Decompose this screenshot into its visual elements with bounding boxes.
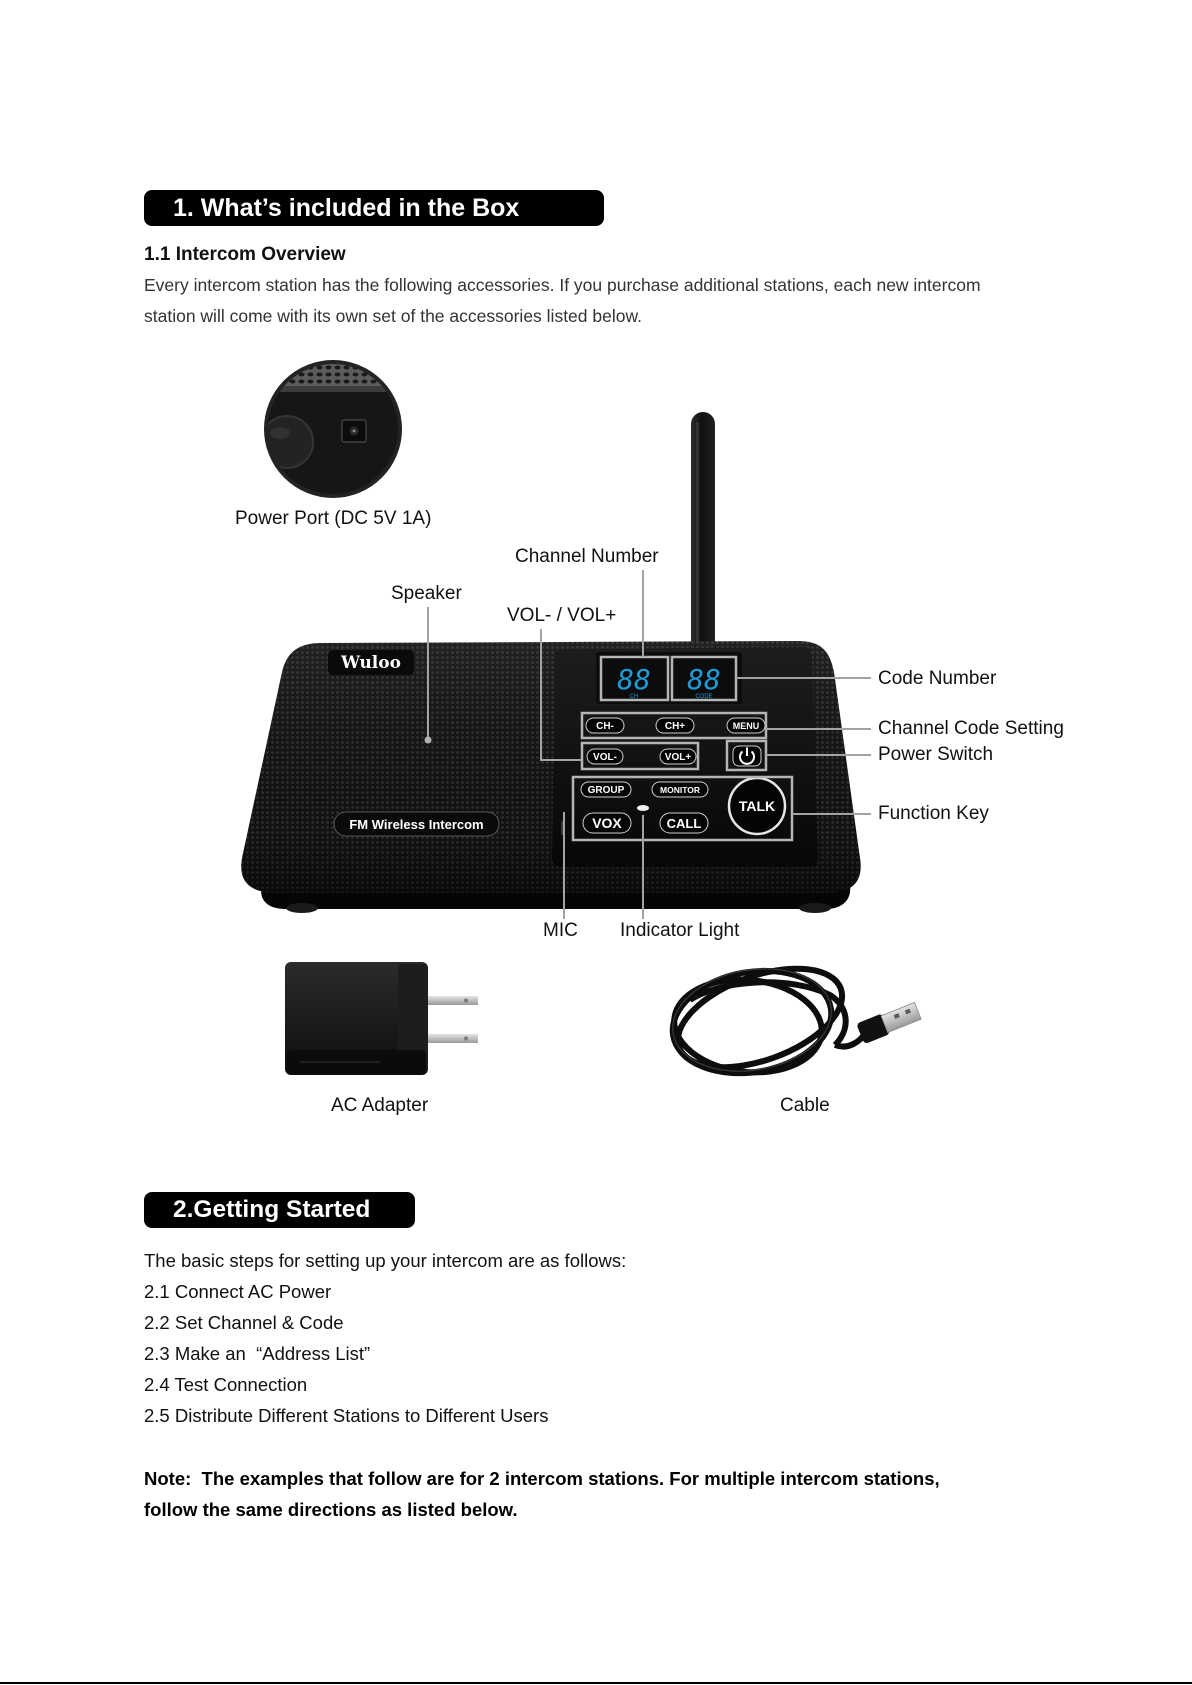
device-base: [261, 885, 851, 909]
mic-label: MIC: [543, 920, 578, 941]
channel-code-setting-box: [580, 711, 768, 740]
step-item: 2.2 Set Channel & Code: [144, 1312, 344, 1333]
intro-line: station will come with its own set of th…: [144, 306, 642, 326]
button-call: CALL: [659, 812, 709, 834]
channel-caption: CH: [630, 694, 639, 700]
note-block: Note: The examples that follow are for 2…: [144, 1463, 940, 1525]
device-foot-left: [286, 903, 318, 913]
note-line: follow the same directions as listed bel…: [144, 1499, 518, 1520]
power-button: [732, 745, 762, 767]
callout-boxes: [571, 655, 794, 842]
device-foot-right: [799, 903, 831, 913]
button-vox: VOX: [582, 812, 632, 834]
svg-text:MENU: MENU: [733, 721, 760, 731]
channel-number-box: [599, 655, 670, 702]
svg-text:MONITOR: MONITOR: [660, 785, 700, 795]
power-port-label: Power Port (DC 5V 1A): [235, 508, 432, 529]
cable-label: Cable: [780, 1095, 830, 1116]
svg-text:CH+: CH+: [665, 721, 685, 732]
channel-display: 88 CH: [617, 663, 651, 700]
adapter-prong-top: [428, 996, 478, 1005]
code-number-label: Code Number: [878, 668, 997, 689]
button-ch-plus: CH+: [655, 717, 695, 734]
ac-adapter-label: AC Adapter: [331, 1095, 429, 1116]
setup-steps: The basic steps for setting up your inte…: [144, 1245, 626, 1431]
note-line: Note: The examples that follow are for 2…: [144, 1468, 940, 1489]
volume-line: [540, 629, 582, 761]
svg-text:VOX: VOX: [592, 815, 622, 831]
button-talk: TALK: [727, 776, 787, 836]
page-bottom-rule: [0, 1682, 1192, 1684]
channel-number-label: Channel Number: [515, 546, 659, 567]
function-key-box: [571, 775, 794, 842]
callout-lines: [427, 570, 871, 919]
mic-hole: [561, 821, 564, 835]
power-port-inset: [264, 360, 402, 498]
dc-jack: [341, 419, 367, 443]
ac-adapter-image: [285, 962, 478, 1075]
inset-grille: [266, 362, 400, 386]
svg-text:VOL+: VOL+: [665, 752, 692, 763]
intro-paragraph: Every intercom station has the following…: [144, 270, 981, 332]
step-item: 2.1 Connect AC Power: [144, 1281, 332, 1302]
channel-digits: 88: [617, 663, 651, 696]
svg-text:VOL-: VOL-: [593, 752, 617, 763]
model-text: FM Wireless Intercom: [349, 817, 483, 832]
display-window: [596, 652, 742, 704]
brand-badge: Wuloo: [328, 650, 414, 675]
usb-plug: [857, 1001, 922, 1043]
usb-cable-image: [669, 965, 922, 1077]
button-vol-plus: VOL+: [659, 748, 697, 765]
button-monitor: MONITOR: [651, 781, 709, 798]
section-1-heading: 1. What’s included in the Box: [144, 190, 604, 226]
section-2-heading: 2.Getting Started: [144, 1192, 415, 1228]
power-switch-label: Power Switch: [878, 744, 994, 765]
volume-box: [580, 741, 700, 771]
steps-intro: The basic steps for setting up your inte…: [144, 1250, 627, 1271]
volume-label: VOL- / VOL+: [507, 605, 617, 626]
indicator-light-label: Indicator Light: [620, 920, 740, 941]
svg-text:TALK: TALK: [739, 798, 775, 814]
step-item: 2.5 Distribute Different Stations to Dif…: [144, 1405, 549, 1426]
control-panel: [552, 647, 818, 867]
intercom-overview-subheading: 1.1 Intercom Overview: [144, 244, 346, 265]
adapter-prong-bottom: [428, 1034, 478, 1043]
code-caption: CODE: [695, 694, 712, 700]
antenna: [691, 412, 715, 664]
speaker-line-dot: [424, 736, 432, 744]
svg-text:CH-: CH-: [596, 721, 614, 732]
inset-knob: [266, 415, 314, 469]
svg-text:GROUP: GROUP: [588, 785, 625, 796]
power-icon: [739, 747, 755, 765]
button-group: GROUP: [580, 781, 632, 798]
intro-line: Every intercom station has the following…: [144, 275, 981, 295]
speaker-grille: [241, 641, 861, 893]
svg-text:CALL: CALL: [667, 816, 702, 831]
function-key-label: Function Key: [878, 803, 989, 824]
model-badge: FM Wireless Intercom: [333, 811, 500, 837]
code-display: 88 CODE: [687, 663, 721, 700]
button-ch-minus: CH-: [585, 717, 625, 734]
power-switch-box: [725, 739, 768, 772]
button-menu: MENU: [726, 717, 766, 734]
code-number-box: [670, 655, 738, 702]
button-vol-minus: VOL-: [586, 748, 624, 765]
step-item: 2.4 Test Connection: [144, 1374, 308, 1395]
speaker-label: Speaker: [391, 583, 462, 604]
brand-logo-text: Wuloo: [340, 653, 401, 673]
step-item: 2.3 Make an “Address List”: [144, 1343, 371, 1364]
code-digits: 88: [687, 663, 721, 696]
indicator-light: [637, 805, 649, 811]
channel-code-setting-label: Channel Code Setting: [878, 718, 1064, 739]
